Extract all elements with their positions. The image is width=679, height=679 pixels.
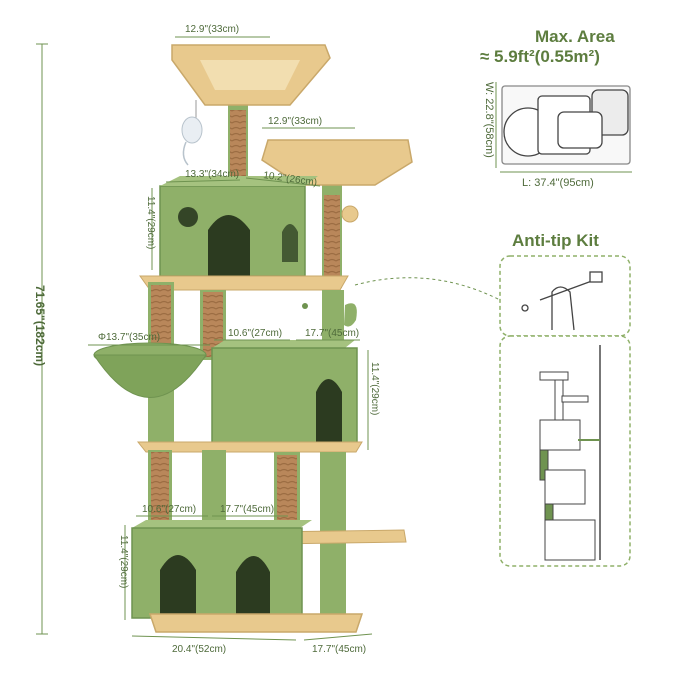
dim-upper-condo-height: 11.4"(29cm) (145, 196, 156, 249)
dim-base-depth: 17.7"(45cm) (312, 644, 366, 655)
max-area-panel: Max. Area ≈ 5.9ft²(0.55m²) W: 22.8"(58cm… (480, 27, 632, 189)
dimension-lines (36, 36, 373, 641)
bottom-condo (131, 520, 312, 619)
dim-mid-condo-width: 10.6"(27cm) (228, 328, 282, 339)
anti-tip-panel: Anti-tip Kit (302, 231, 631, 567)
dim-hammock-diameter: Φ13.7"(35cm) (98, 332, 160, 343)
second-perch (261, 139, 413, 288)
max-area-width: W: 22.8"(58cm) (483, 82, 495, 158)
dim-bottom-condo-height: 11.4"(29cm) (118, 535, 129, 588)
hammock (93, 342, 207, 398)
dim-mid-condo-height: 11.4"(29cm) (369, 362, 380, 415)
dim-upper-condo-width: 13.3"(34cm) (185, 169, 239, 180)
anti-tip-title: Anti-tip Kit (512, 231, 599, 250)
max-area-title: Max. Area (535, 27, 615, 46)
footprint-diagram (501, 85, 631, 165)
anchor-bracket-detail (521, 271, 603, 331)
dim-mid-condo-depth: 17.7"(45cm) (305, 328, 359, 339)
max-area-length: L: 37.4"(95cm) (522, 177, 594, 189)
max-area-value: ≈ 5.9ft²(0.55m²) (480, 47, 600, 66)
base (148, 613, 364, 633)
dim-bottom-condo-depth: 17.7"(45cm) (220, 504, 274, 515)
upper-condo (139, 176, 349, 291)
dim-total-height: 71.65"(182cm) (33, 285, 47, 366)
dim-second-perch-width: 12.9"(33cm) (268, 116, 322, 127)
mouse-toy (181, 100, 203, 166)
middle-condo (136, 340, 363, 453)
dim-bottom-condo-width: 10.6"(27cm) (142, 504, 196, 515)
dim-top-perch-width: 12.9"(33cm) (185, 24, 239, 35)
mini-tree-against-wall (539, 345, 601, 561)
cat-tree (93, 44, 413, 633)
dim-base-width: 20.4"(52cm) (172, 644, 226, 655)
